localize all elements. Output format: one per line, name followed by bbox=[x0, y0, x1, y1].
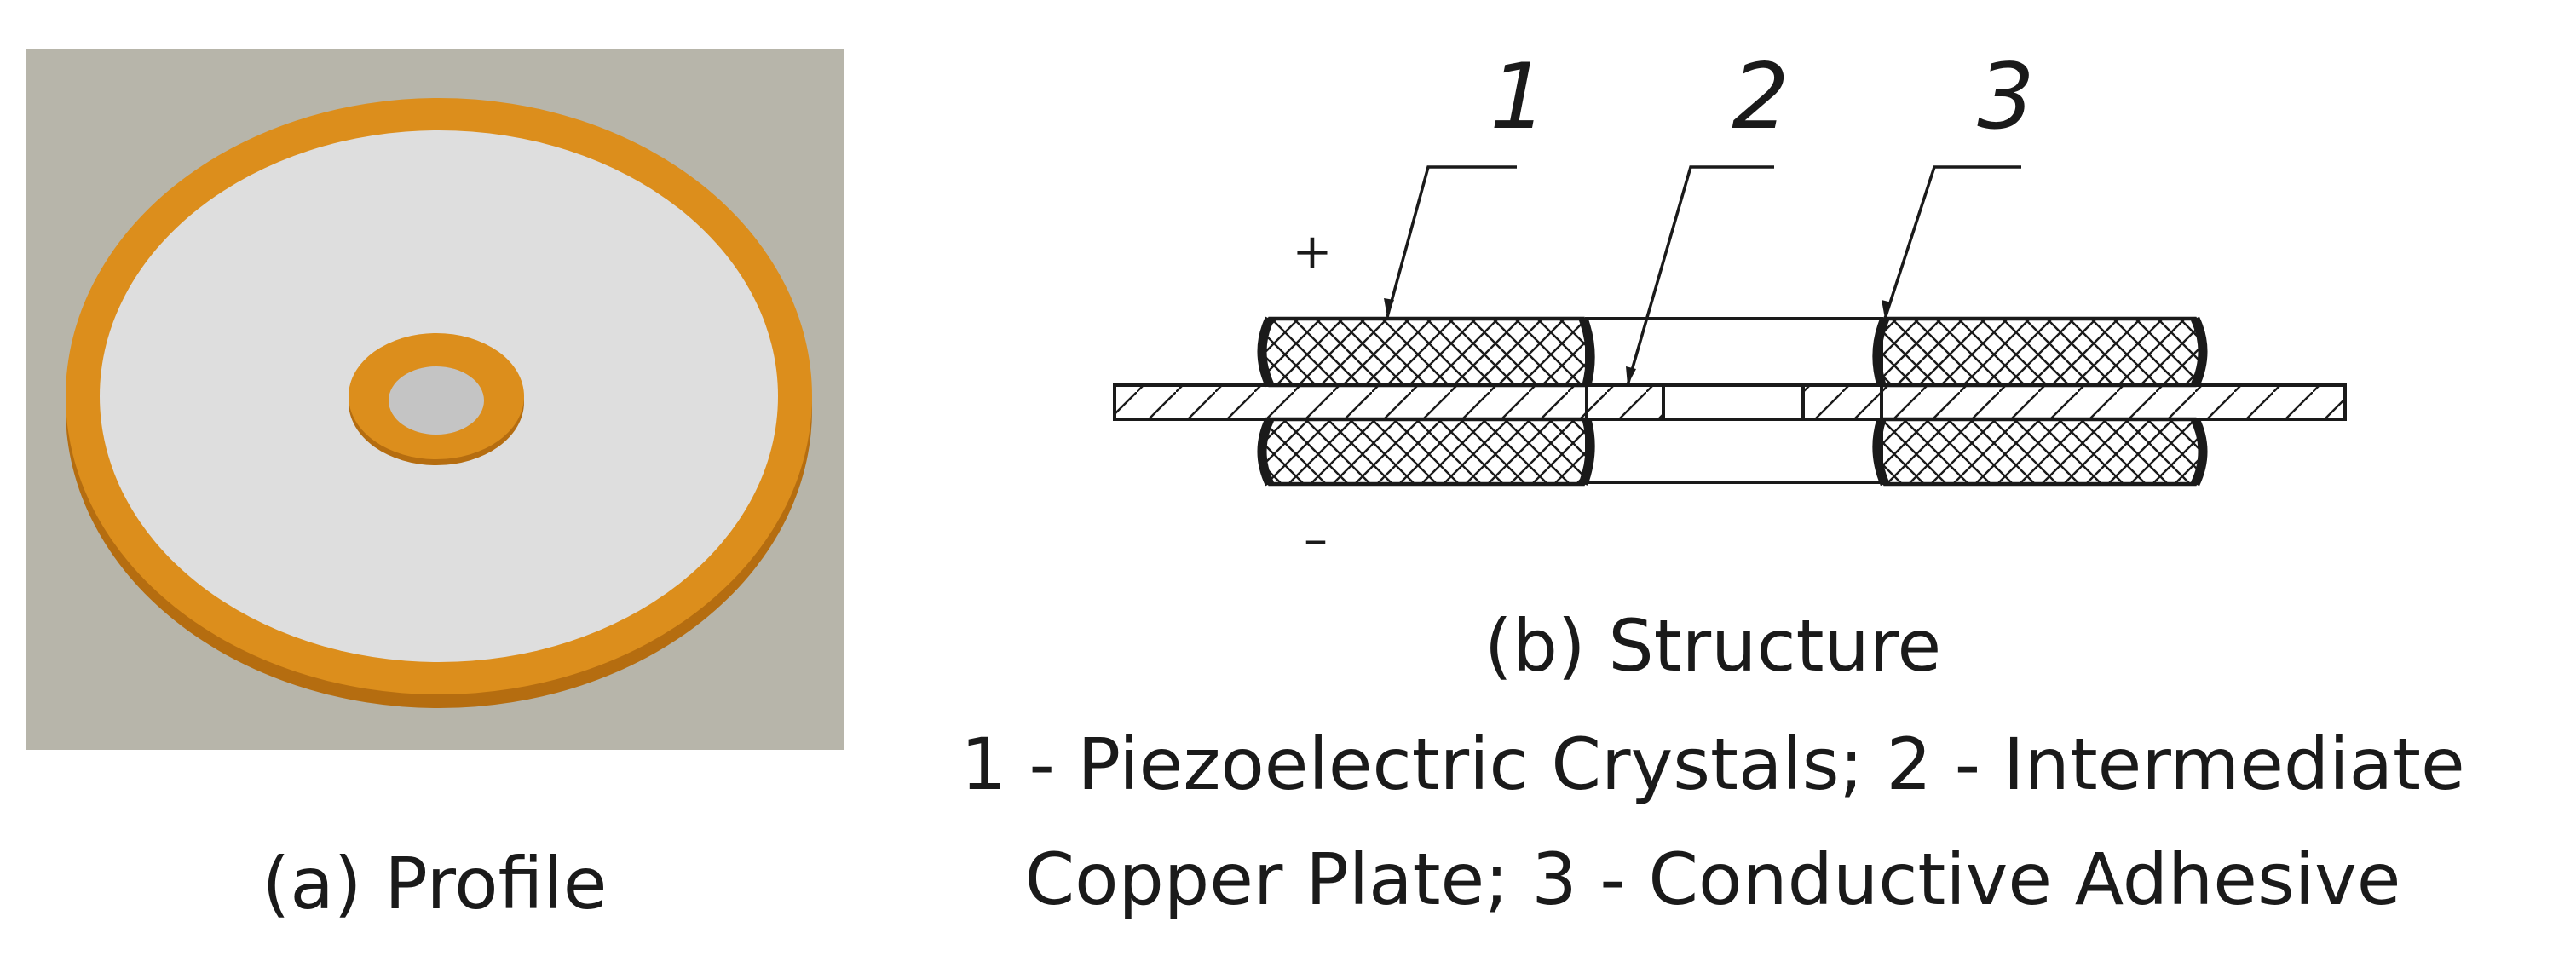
caption-profile: (a) Profile bbox=[262, 842, 608, 925]
structure-panel: 1 2 3 + – bbox=[1113, 44, 2347, 567]
legend-line-1: 1 - Piezoelectric Crystals; 2 - Intermed… bbox=[960, 723, 2465, 806]
leader-line-3 bbox=[1883, 165, 2021, 320]
adhesive-left-outer-low bbox=[1257, 417, 1275, 487]
minus-sign: – bbox=[1304, 512, 1328, 567]
label-3: 3 bbox=[1977, 44, 2034, 149]
center-hole bbox=[389, 366, 484, 435]
adhesive-right-outer-low bbox=[2190, 417, 2208, 487]
adhesive-right-inner-low bbox=[1872, 418, 1890, 487]
adhesive-left-inner bbox=[1578, 317, 1595, 387]
left-crystal-upper bbox=[1259, 316, 1593, 388]
caption-structure: (b) Structure bbox=[1484, 604, 1942, 688]
profile-panel bbox=[26, 49, 844, 750]
adhesive-right-inner bbox=[1872, 316, 1890, 387]
plus-sign: + bbox=[1293, 224, 1333, 279]
leader-line-2 bbox=[1626, 165, 1774, 386]
left-crystal-lower bbox=[1259, 417, 1593, 487]
copper-plate-left bbox=[1113, 383, 1665, 421]
legend-line-2: Copper Plate; 3 - Conductive Adhesive bbox=[1024, 838, 2401, 921]
adhesive-left-inner-low bbox=[1578, 418, 1595, 486]
leader-tip-2 bbox=[1626, 366, 1636, 385]
leader-line-1 bbox=[1386, 165, 1517, 318]
right-crystal-lower bbox=[1875, 417, 2205, 487]
copper-plate-center bbox=[1662, 383, 1805, 421]
right-crystal-upper bbox=[1875, 316, 2205, 388]
leader-tip-3 bbox=[1882, 300, 1892, 319]
label-2: 2 bbox=[1732, 44, 1789, 149]
adhesive-left-outer bbox=[1257, 316, 1275, 388]
leader-tip-1 bbox=[1384, 298, 1394, 317]
adhesive-right-outer bbox=[2190, 316, 2208, 388]
copper-plate-right bbox=[1801, 383, 2347, 421]
label-1: 1 bbox=[1490, 44, 1547, 149]
